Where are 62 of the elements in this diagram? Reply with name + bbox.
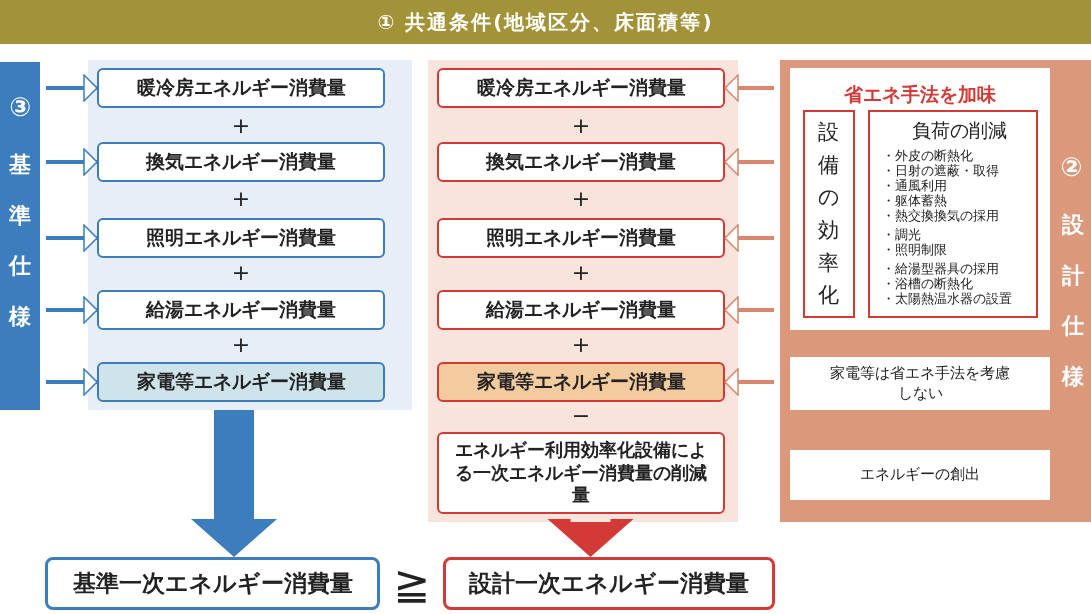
process-box: 暖冷房エネルギー消費量 — [97, 68, 385, 108]
header-band: ① 共通条件(地域区分、床面積等) — [0, 0, 1091, 44]
arrow — [46, 368, 98, 396]
arrow — [46, 224, 98, 252]
arrow — [724, 224, 774, 252]
card-heading: 省エネ手法を加味 — [843, 82, 997, 107]
vertical-label-box — [803, 110, 855, 318]
arrow — [46, 296, 98, 324]
list-box — [868, 110, 1038, 318]
list-item: ・給湯型器具の採用 — [882, 261, 999, 276]
list-item: ・浴槽の断熱化 — [882, 276, 973, 291]
list-item: ・太陽熱温水器の設置 — [882, 291, 1012, 306]
note-box: エネルギーの創出 — [790, 450, 1050, 500]
block-arrow — [547, 519, 634, 557]
list-item: ・日射の遮蔽・取得 — [882, 163, 999, 178]
arrow — [724, 74, 774, 102]
list-item: ・外皮の断熱化 — [882, 148, 973, 163]
vertical-label: 基準仕様 — [8, 151, 32, 331]
list-item: ・照明制限 — [882, 242, 947, 257]
process-box: 給湯エネルギー消費量 — [97, 290, 385, 330]
process-box: 換気エネルギー消費量 — [97, 142, 385, 182]
process-box: 照明エネルギー消費量 — [437, 218, 725, 258]
list-item: ・調光 — [882, 227, 921, 242]
arrow — [724, 296, 774, 324]
card-background — [790, 68, 1050, 330]
plus-sign: + — [231, 334, 251, 356]
list-item: ・熱交換換気の採用 — [882, 208, 999, 223]
vertical-label: 設計仕様 — [1061, 211, 1085, 391]
process-box: 給湯エネルギー消費量 — [437, 290, 725, 330]
result-box: 基準一次エネルギー消費量 — [45, 557, 380, 610]
arrow — [46, 148, 98, 176]
arrow — [46, 74, 98, 102]
list-item: ・躯体蓄熱 — [882, 193, 947, 208]
panel-background — [428, 60, 738, 522]
process-box: 照明エネルギー消費量 — [97, 218, 385, 258]
process-box: 家電等エネルギー消費量 — [97, 362, 385, 402]
plus-sign: + — [571, 334, 591, 356]
plus-sign: + — [571, 188, 591, 210]
plus-sign: + — [231, 188, 251, 210]
list-item: ・通風利用 — [882, 178, 947, 193]
plus-sign: + — [231, 115, 251, 137]
process-box: 暖冷房エネルギー消費量 — [437, 68, 725, 108]
circled-number: ② — [1059, 152, 1084, 182]
relation-symbol: ≧ — [393, 562, 431, 606]
plus-sign: + — [231, 262, 251, 284]
circled-number: ③ — [8, 92, 32, 122]
vertical-label: 設備の効率化 — [817, 119, 840, 310]
block-arrow — [191, 410, 277, 557]
arrow — [724, 148, 774, 176]
plus-sign: + — [571, 262, 591, 284]
process-box: 換気エネルギー消費量 — [437, 142, 725, 182]
arrow — [724, 368, 774, 396]
minus-sign: − — [571, 405, 591, 427]
process-box: 家電等エネルギー消費量 — [437, 362, 725, 402]
plus-sign: + — [571, 115, 591, 137]
sidebar — [780, 60, 1091, 522]
note-box: 家電等は省エネ手法を考慮しない — [790, 357, 1050, 410]
result-box: 設計一次エネルギー消費量 — [443, 557, 775, 610]
process-box: エネルギー利用効率化設備による一次エネルギー消費量の削減量 — [437, 432, 725, 514]
sidebar — [0, 62, 40, 410]
panel-background — [88, 60, 412, 410]
list-heading: 負荷の削減 — [911, 118, 1007, 143]
